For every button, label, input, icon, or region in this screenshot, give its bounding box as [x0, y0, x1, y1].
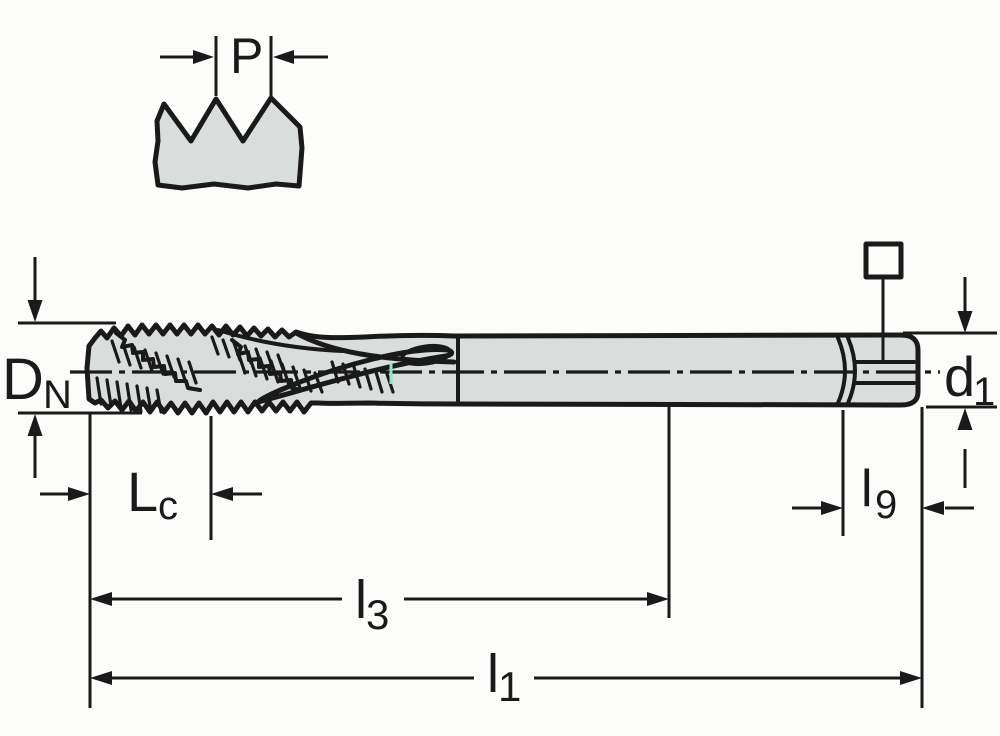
- lc-label-subscript: c: [158, 484, 178, 528]
- thread-profile-detail: P: [152, 28, 328, 191]
- square-drive-icon: [863, 241, 904, 280]
- pitch-label: P: [230, 28, 263, 84]
- l3-label: l: [355, 570, 367, 630]
- flute-runout-eye: [400, 343, 452, 367]
- l3-arrowhead-right: [647, 592, 669, 606]
- hatch-cluster-top: [210, 335, 286, 374]
- l9-label: l: [861, 460, 873, 518]
- l9-arrowhead-left: [821, 501, 843, 515]
- d1-label: d: [944, 345, 975, 408]
- dn-label: D: [2, 347, 44, 412]
- d1-arrowhead-up: [957, 408, 973, 430]
- square-drive-callout: [863, 241, 904, 360]
- pitch-arrowhead-left: [193, 50, 214, 64]
- dimension-l3: l 3: [90, 406, 671, 638]
- dimension-l9: l 9: [792, 407, 974, 708]
- dn-arrowhead-up: [27, 414, 43, 436]
- lc-arrowhead-left: [68, 487, 90, 501]
- l1-arrowhead-right: [900, 671, 922, 685]
- lc-arrowhead-right: [211, 487, 233, 501]
- dimension-d1: d 1: [903, 277, 997, 488]
- dimension-lc: L c: [40, 413, 262, 708]
- thread-profile-shape: [152, 95, 305, 191]
- l1-label: l: [487, 644, 499, 704]
- l9-arrowhead-right: [922, 501, 944, 515]
- pitch-extension-lines: [214, 36, 273, 96]
- dn-arrowhead-down: [27, 300, 43, 322]
- l3-arrowhead-left: [90, 592, 112, 606]
- hatch-cluster-upper-left: [110, 339, 198, 385]
- thread-band-1: [114, 331, 202, 392]
- flute-spiral-curve-upper: [216, 328, 344, 353]
- dn-label-subscript: N: [43, 373, 72, 417]
- dimension-l1: l 1: [90, 644, 922, 710]
- tap-body: [70, 322, 940, 416]
- lc-label: L: [127, 460, 158, 523]
- dimension-dn: D N: [2, 257, 142, 478]
- d1-arrowhead-down: [957, 311, 973, 333]
- l3-label-subscript: 3: [366, 591, 389, 638]
- pitch-arrowhead-right: [273, 50, 294, 64]
- l1-arrowhead-left: [90, 671, 112, 685]
- hatch-cluster-lower-left: [95, 376, 163, 414]
- l1-label-subscript: 1: [498, 663, 521, 710]
- l9-label-subscript: 9: [875, 483, 897, 527]
- d1-label-subscript: 1: [973, 370, 995, 414]
